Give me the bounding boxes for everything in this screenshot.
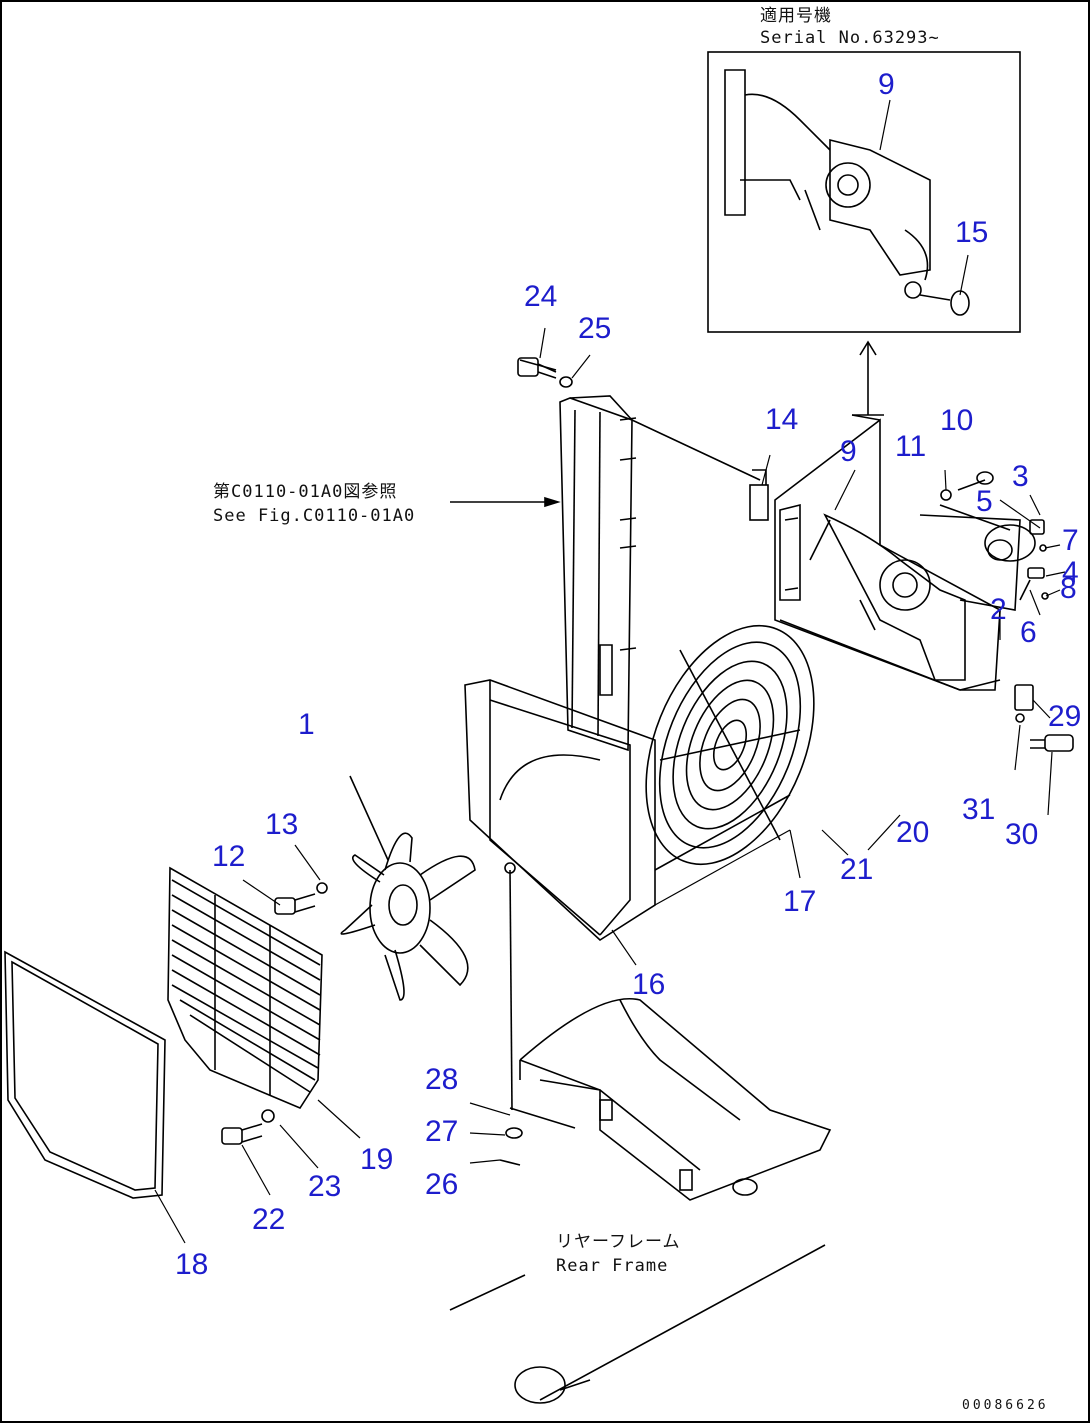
callout-13: 13 [265, 808, 299, 841]
rear-frame [449, 998, 832, 1404]
callout-26: 26 [425, 1168, 459, 1201]
motor-cluster [939, 471, 1074, 752]
rear-frame-note-jp: リヤーフレーム [556, 1232, 681, 1252]
callout-24: 24 [524, 280, 558, 313]
callout-3: 3 [1012, 460, 1029, 493]
callout-28: 28 [425, 1063, 459, 1096]
callout-17: 17 [783, 885, 817, 918]
fan-guard [645, 624, 815, 871]
see-fig-note-jp: 第C0110-01A0図参照 [213, 482, 398, 502]
inset-detail-box [707, 51, 1021, 416]
callout-27: 27 [425, 1115, 459, 1148]
serial-note-en: Serial No.63293~ [760, 28, 940, 48]
see-fig-note-en: See Fig.C0110-01A0 [213, 506, 416, 526]
radiator-frame [749, 414, 1021, 691]
rear-frame-note-en: Rear Frame [556, 1256, 669, 1276]
side-panel [4, 950, 166, 1199]
grille [167, 866, 328, 1145]
callout-4: 4 [1062, 556, 1079, 589]
callout-14: 14 [765, 403, 799, 436]
shroud [464, 679, 656, 1111]
callout-22: 22 [252, 1203, 286, 1236]
callout-12: 12 [212, 840, 246, 873]
callout-9-main: 9 [840, 435, 857, 468]
callout-29: 29 [1048, 700, 1082, 733]
callout-6: 6 [1020, 616, 1037, 649]
callout-10: 10 [940, 404, 974, 437]
cooling-fan [340, 775, 476, 1001]
callout-18: 18 [175, 1248, 209, 1281]
serial-note-jp: 適用号機 [760, 6, 832, 26]
callout-20: 20 [896, 816, 930, 849]
callout-16: 16 [632, 968, 666, 1001]
oil-cooler [517, 357, 761, 752]
callout-8: 8 [1060, 572, 1077, 605]
callout-19: 19 [360, 1143, 394, 1176]
callout-9-inset: 9 [878, 68, 895, 101]
callout-15: 15 [955, 216, 989, 249]
callout-25: 25 [578, 312, 612, 345]
callout-30: 30 [1005, 818, 1039, 851]
callout-31: 31 [962, 793, 996, 826]
callout-1: 1 [298, 708, 315, 741]
callout-2: 2 [990, 593, 1007, 626]
callout-7: 7 [1062, 524, 1079, 557]
leader-lines [154, 99, 1066, 1244]
callout-5: 5 [976, 485, 993, 518]
callout-23: 23 [308, 1170, 342, 1203]
drawing-code: 00086626 [962, 1398, 1049, 1413]
see-fig-arrow [450, 496, 561, 508]
callout-11: 11 [895, 430, 927, 463]
callout-21: 21 [840, 853, 874, 886]
